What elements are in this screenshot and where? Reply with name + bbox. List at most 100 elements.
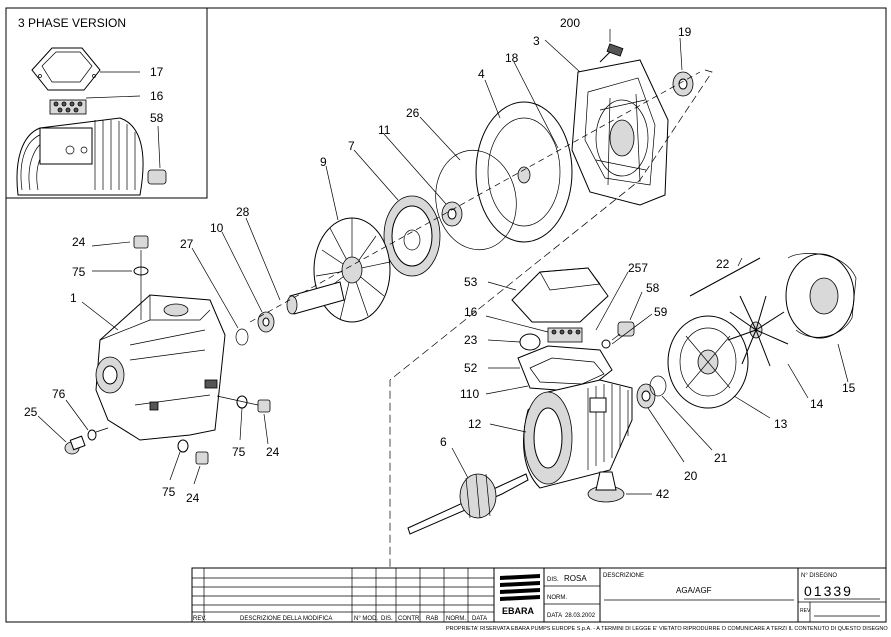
label-18: 18 <box>505 51 519 65</box>
label-110: 110 <box>460 387 479 401</box>
terminal-cover-17 <box>31 47 101 91</box>
label-24-mid: 24 <box>266 445 280 459</box>
label-11: 11 <box>378 123 391 137</box>
label-75-mid: 75 <box>232 445 246 459</box>
drawing-no-value: 01339 <box>804 583 853 599</box>
label-75-top: 75 <box>72 265 86 279</box>
label-9: 9 <box>320 155 327 169</box>
label-257: 257 <box>628 261 648 275</box>
label-59: 59 <box>654 305 668 319</box>
impeller-9 <box>313 217 391 323</box>
label-1: 1 <box>70 291 77 305</box>
label-58: 58 <box>646 281 660 295</box>
label-14: 14 <box>810 397 824 411</box>
nozzle-10 <box>257 311 275 333</box>
oring-26 <box>435 149 517 251</box>
terminal-box-52 <box>517 345 613 393</box>
col-norm: NORM. <box>446 616 466 622</box>
assembly-axis-lower <box>389 69 713 570</box>
label-28: 28 <box>236 205 250 219</box>
motor-bracket-3 <box>571 59 669 206</box>
terminal-board-16 <box>547 327 583 343</box>
label-23: 23 <box>464 333 478 347</box>
label-52: 52 <box>464 361 478 375</box>
col-contr: CONTR. <box>398 616 421 622</box>
label-21: 21 <box>714 451 728 465</box>
rev-label: REV <box>800 608 811 614</box>
ring-21 <box>649 375 667 397</box>
bearing-20 <box>636 383 656 409</box>
diffuser-7 <box>383 195 441 277</box>
inset-3-phase: 3 PHASE VERSION 17 16 58 <box>6 8 208 199</box>
dis-value: ROSA <box>564 574 587 583</box>
part-labels: 200 3 19 18 4 26 11 7 9 28 10 27 24 75 1… <box>24 16 856 505</box>
label-22: 22 <box>716 257 730 271</box>
label-24-top: 24 <box>72 235 86 249</box>
fan-cover-15 <box>785 253 857 339</box>
plug-24-bot <box>195 451 209 465</box>
col-rab: RAB <box>426 616 438 622</box>
title-block: REV. DESCRIZIONE DELLA MODIFICA N° MOD. … <box>191 567 888 632</box>
assembly-axis-upper <box>249 71 701 323</box>
norm-label: NORM. <box>547 595 567 601</box>
washer-76 <box>87 429 97 441</box>
label-12: 12 <box>468 417 482 431</box>
diffuser-plate-4 <box>475 101 573 243</box>
motor-stator-12 <box>523 379 633 489</box>
label-27: 27 <box>180 237 194 251</box>
label-24-bot: 24 <box>186 491 200 505</box>
descr-label: DESCRIZIONE <box>603 573 644 579</box>
venturi-28 <box>286 281 345 315</box>
label-25: 25 <box>24 405 38 419</box>
col-rev: REV. <box>193 616 207 622</box>
footer-notice: PROPRIETA' RISERVATA EBARA PUMPS EUROPE … <box>446 626 888 632</box>
tie-rod-22 <box>689 257 761 297</box>
capacitor-23 <box>519 333 541 351</box>
data-value: 28.03.2002 <box>565 613 596 619</box>
washer-75-bot <box>177 439 189 453</box>
label-15: 15 <box>842 381 856 395</box>
col-data: DATA <box>472 616 487 622</box>
washer-59 <box>601 339 611 349</box>
label-4: 4 <box>478 67 485 81</box>
end-shield-13 <box>667 315 749 409</box>
label-13: 13 <box>774 417 788 431</box>
label-10: 10 <box>210 221 224 235</box>
plug-25 <box>64 435 86 455</box>
label-6: 6 <box>440 435 447 449</box>
bearing-19 <box>672 71 694 97</box>
ebara-logo: EBARA <box>498 572 542 616</box>
bearing-11 <box>441 201 463 227</box>
plug-24-top <box>133 235 149 249</box>
label-16: 16 <box>464 305 478 319</box>
label-76: 76 <box>52 387 66 401</box>
plug-24-mid <box>257 399 271 413</box>
label-58-inset: 58 <box>150 111 164 125</box>
label-53: 53 <box>464 275 478 289</box>
motor-foot-42 <box>587 471 625 503</box>
drawing-no-label: N° DISEGNO <box>801 573 837 579</box>
label-42: 42 <box>656 487 670 501</box>
oring-27 <box>235 328 249 346</box>
brand-name: EBARA <box>502 606 535 616</box>
label-7: 7 <box>348 139 355 153</box>
label-20: 20 <box>684 469 698 483</box>
descr-value: AGA/AGF <box>676 586 712 595</box>
rotor-shaft-6 <box>407 473 529 535</box>
terminal-cover-53 <box>511 267 609 323</box>
col-nmod: N° MOD. <box>354 616 378 622</box>
cable-gland-58-inset <box>147 169 167 185</box>
label-3: 3 <box>533 34 540 48</box>
label-26: 26 <box>406 106 420 120</box>
label-16-inset: 16 <box>150 89 164 103</box>
inset-title: 3 PHASE VERSION <box>18 16 126 30</box>
label-75-bot: 75 <box>162 485 176 499</box>
label-17: 17 <box>150 65 164 79</box>
data-label: DATA <box>547 613 562 619</box>
col-desc: DESCRIZIONE DELLA MODIFICA <box>240 616 332 622</box>
label-200: 200 <box>560 16 580 30</box>
cable-gland-58 <box>617 321 635 337</box>
col-dis: DIS. <box>381 616 393 622</box>
